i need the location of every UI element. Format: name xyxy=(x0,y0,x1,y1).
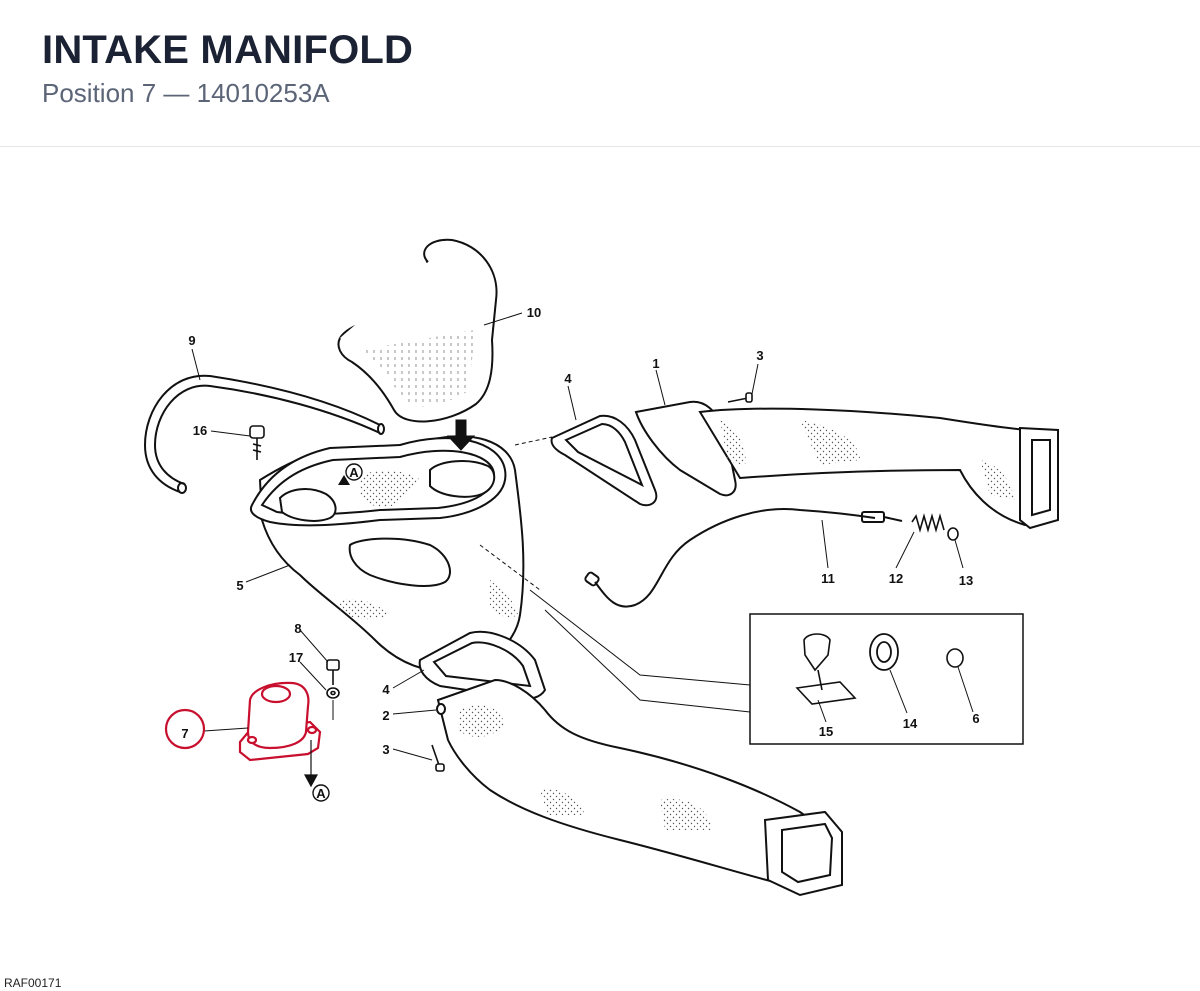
callout-14: 14 xyxy=(903,716,918,731)
part-1-intake-runner-upper xyxy=(634,400,1059,530)
assembly-leader-to-box xyxy=(529,589,751,713)
part-4-gasket-lower xyxy=(418,630,547,700)
highlighted-callout-7-label: 7 xyxy=(181,726,188,741)
part-6-cap xyxy=(946,648,964,668)
callout-labels: 10 9 4 1 3 16 5 11 12 13 8 17 4 2 3 15 1… xyxy=(188,305,979,757)
part-2-intake-runner-lower xyxy=(436,678,843,897)
callout-13: 13 xyxy=(959,573,973,588)
ref-mark-a-upper-label: A xyxy=(349,465,359,480)
callout-8: 8 xyxy=(294,621,301,636)
part-3-screw-lower xyxy=(431,744,445,772)
callout-16: 16 xyxy=(193,423,207,438)
ref-mark-a-upper: A xyxy=(345,463,363,481)
callout-9: 9 xyxy=(188,333,195,348)
drawing-code: RAF00171 xyxy=(4,976,62,990)
part-3-screw-upper xyxy=(727,392,753,403)
page-title: INTAKE MANIFOLD xyxy=(42,28,414,72)
highlighted-callout-7[interactable]: 7 xyxy=(164,708,206,750)
callout-6: 6 xyxy=(972,711,979,726)
callout-10: 10 xyxy=(527,305,541,320)
callout-4-upper: 4 xyxy=(564,371,572,386)
part-17-washer xyxy=(326,687,340,699)
ref-mark-a-lower-label: A xyxy=(316,786,326,801)
part-9-pipe xyxy=(143,374,385,494)
callout-3-lower: 3 xyxy=(382,742,389,757)
ref-arrow-up xyxy=(338,475,350,485)
callout-15: 15 xyxy=(819,724,833,739)
part-8-screw xyxy=(326,659,340,685)
part-12-spring xyxy=(911,513,945,533)
dashed-assembly-lines xyxy=(479,436,553,591)
part-10-air-scoop xyxy=(337,238,498,423)
part-13-nut xyxy=(947,527,959,541)
part-4-gasket-upper xyxy=(550,414,658,507)
callout-3-upper: 3 xyxy=(756,348,763,363)
callout-17: 17 xyxy=(289,650,303,665)
arrow-flow-down xyxy=(446,419,476,451)
ref-mark-a-lower: A xyxy=(312,784,330,802)
callout-2: 2 xyxy=(382,708,389,723)
page-subtitle: Position 7 — 14010253A xyxy=(42,78,330,108)
part-11-cable xyxy=(584,508,903,608)
callout-4-lower: 4 xyxy=(382,682,390,697)
callout-11: 11 xyxy=(821,571,835,586)
header: INTAKE MANIFOLD Position 7 — 14010253A xyxy=(0,0,1200,147)
part-7-flange-adapter xyxy=(238,681,322,762)
callout-1: 1 xyxy=(652,356,659,371)
part-15-bracket xyxy=(795,633,857,705)
part-5-manifold-body xyxy=(250,435,525,674)
callout-5: 5 xyxy=(236,578,243,593)
leader-lines xyxy=(191,312,974,761)
callout-12: 12 xyxy=(889,571,903,586)
part-16-bolt xyxy=(249,425,265,460)
part-14-grommet xyxy=(869,633,899,671)
ref-arrow-down xyxy=(303,740,319,788)
